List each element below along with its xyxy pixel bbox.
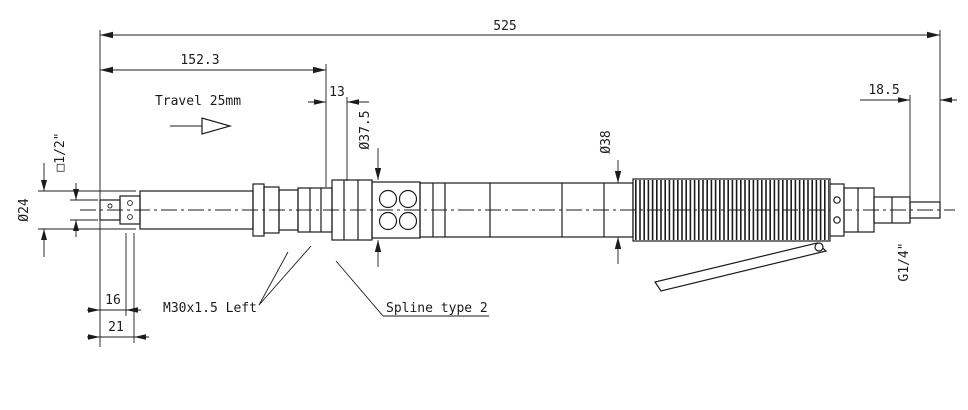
dimension-drive-total-length: 21 xyxy=(87,233,149,343)
dim-drive-length-value: 16 xyxy=(105,293,121,308)
air-inlet-thread-value: G1/4" xyxy=(897,242,912,281)
arrowhead xyxy=(374,168,382,180)
arrowhead xyxy=(88,307,100,313)
trigger-lever xyxy=(654,242,828,292)
arrowhead xyxy=(73,220,79,231)
arrowhead xyxy=(41,180,47,191)
dimension-spline-diameter: Ø37.5 xyxy=(358,110,382,267)
label-air-inlet-thread: G1/4" xyxy=(897,242,912,281)
travel-note: Travel 25mm xyxy=(155,94,241,109)
dim-collar-width-value: 13 xyxy=(329,85,345,100)
arrowhead xyxy=(614,171,622,183)
dim-inlet-length-value: 18.5 xyxy=(868,83,899,98)
dimension-body-diameter: Ø38 xyxy=(599,130,622,264)
arrowhead xyxy=(614,237,622,249)
arrowhead xyxy=(374,240,382,252)
arrowhead xyxy=(100,66,113,74)
rear-cap xyxy=(829,183,875,237)
arrowhead xyxy=(126,307,138,313)
dim-spindle-diameter-value: Ø24 xyxy=(17,198,32,222)
dim-body-diameter-value: Ø38 xyxy=(599,130,614,153)
tool-body xyxy=(99,178,941,292)
dim-square-drive-value: □1/2" xyxy=(53,132,68,171)
dim-spline-diameter-value: Ø37.5 xyxy=(358,110,373,149)
air-inlet xyxy=(873,196,941,224)
annotation-spline: Spline type 2 xyxy=(335,260,489,317)
arrowhead xyxy=(73,189,79,200)
arrowhead xyxy=(940,97,952,103)
dimension-inlet-length: 18.5 xyxy=(860,83,957,200)
arrowhead xyxy=(898,97,910,103)
arrowhead xyxy=(314,99,326,105)
spline-note: Spline type 2 xyxy=(386,301,488,316)
dim-overall-length-value: 525 xyxy=(493,19,516,34)
dimension-overall-length: 525 xyxy=(99,19,941,347)
dimension-drive-length: 16 xyxy=(87,233,141,316)
dimension-square-drive: □1/2" xyxy=(53,132,98,237)
arrowhead xyxy=(88,334,100,340)
arrowhead xyxy=(41,229,47,240)
travel-annotation: Travel 25mm xyxy=(155,94,241,135)
dim-front-length-value: 152.3 xyxy=(180,53,219,68)
dimension-front-length: 152.3 xyxy=(100,53,327,187)
travel-arrow-icon xyxy=(201,117,233,135)
dim-drive-total-length-value: 21 xyxy=(108,320,124,335)
arrowhead xyxy=(347,99,359,105)
arrowhead xyxy=(134,334,146,340)
dimension-collar-width: 13 xyxy=(308,85,369,181)
arrowhead xyxy=(313,66,326,74)
arrowhead xyxy=(927,31,940,39)
dimension-spindle-diameter: Ø24 xyxy=(17,163,136,257)
annotation-thread: M30x1.5 Left xyxy=(163,245,312,316)
thread-note: M30x1.5 Left xyxy=(163,301,257,316)
arrowhead xyxy=(100,31,113,39)
